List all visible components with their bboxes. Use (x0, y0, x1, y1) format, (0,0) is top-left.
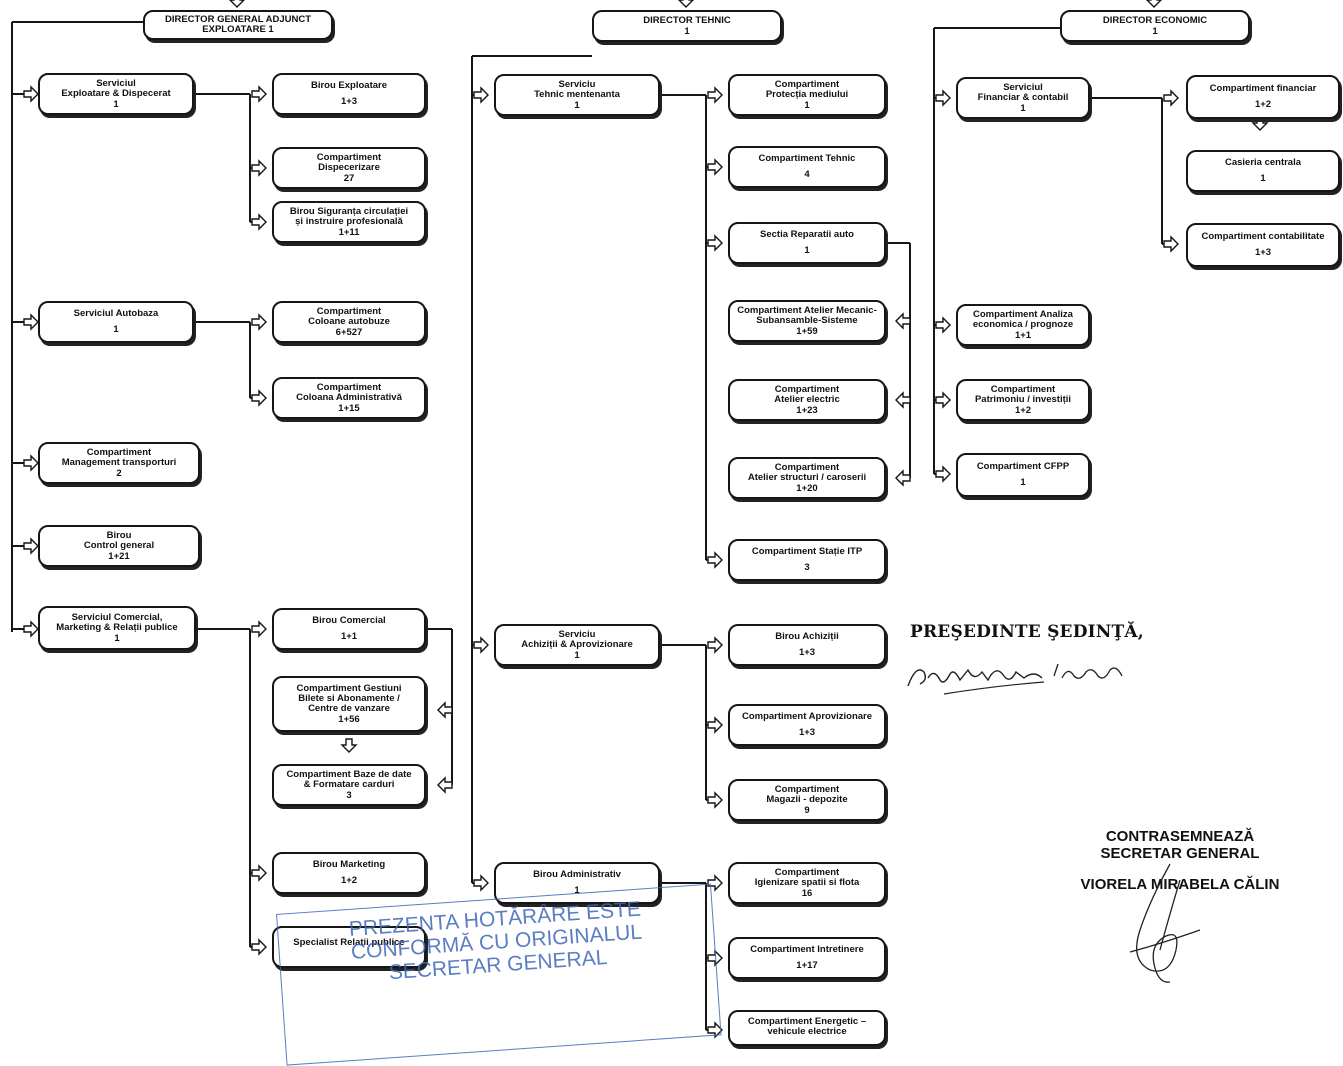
box-birou-marketing: Birou Marketing 1+2 (272, 852, 426, 894)
box-birou-control-general: Birou Control general 1+21 (38, 525, 200, 567)
secretar-signature (1129, 863, 1201, 983)
box-compartiment-energetic: Compartiment Energetic – vehicule electr… (728, 1010, 886, 1046)
box-compartiment-statie-itp: Compartiment Stație ITP 3 (728, 539, 886, 581)
box-compartiment-tehnic: Compartiment Tehnic 4 (728, 146, 886, 188)
box-director-economic: DIRECTOR ECONOMIC 1 (1060, 10, 1250, 42)
contrasemneaza-line2: SECRETAR GENERAL (1100, 845, 1260, 862)
box-compartiment-coloana-administrativa: Compartiment Coloana Administrativă 1+15 (272, 377, 426, 419)
presedinte-signature (907, 663, 1123, 695)
box-compartiment-atelier-mecanic: Compartiment Atelier Mecanic- Subansambl… (728, 300, 886, 342)
conformity-stamp: PREZENTA HOTĂRÂRE ESTE CONFORMĂ CU ORIGI… (276, 883, 722, 1066)
box-compartiment-intretinere: Compartiment Intretinere 1+17 (728, 937, 886, 979)
box-compartiment-aprovizionare: Compartiment Aprovizionare 1+3 (728, 704, 886, 746)
box-casieria-centrala: Casieria centrala 1 (1186, 150, 1340, 192)
contrasemneaza-line1: CONTRASEMNEAZĂ (1105, 828, 1255, 845)
contrasemneaza-name: VIORELA MIRABELA CĂLIN (1080, 876, 1280, 893)
box-compartiment-coloane: Compartiment Coloane autobuze 6+527 (272, 301, 426, 343)
box-birou-comercial: Birou Comercial 1+1 (272, 608, 426, 650)
box-compartiment-protectia-mediului: Compartiment Protecția mediului 1 (728, 74, 886, 116)
box-compartiment-patrimoniu: Compartiment Patrimoniu / investiții 1+2 (956, 379, 1090, 421)
presedinte-sedinta-title: PREŞEDINTE ŞEDINŢĂ, (910, 622, 1144, 642)
box-compartiment-analiza: Compartiment Analiza economica / prognoz… (956, 304, 1090, 346)
box-serviciu-achizitii: Serviciu Achiziții & Aprovizionare 1 (494, 624, 660, 666)
box-birou-achizitii: Birou Achiziții 1+3 (728, 624, 886, 666)
box-compartiment-baze-de-date: Compartiment Baze de date & Formatare ca… (272, 764, 426, 806)
box-director-tehnic: DIRECTOR TEHNIC 1 (592, 10, 782, 42)
box-serviciul-autobaza: Serviciul Autobaza 1 (38, 301, 194, 343)
box-director-general-adjunct: DIRECTOR GENERAL ADJUNCT EXPLOATARE 1 (143, 10, 333, 40)
box-compartiment-atelier-electric: Compartiment Atelier electric 1+23 (728, 379, 886, 421)
box-compartiment-magazii: Compartiment Magazii - depozite 9 (728, 779, 886, 821)
box-serviciu-tehnic-mentenanta: Serviciu Tehnic mentenanta 1 (494, 74, 660, 116)
box-compartiment-cfpp: Compartiment CFPP 1 (956, 453, 1090, 497)
box-compartiment-atelier-structuri: Compartiment Atelier structuri / caroser… (728, 457, 886, 499)
box-compartiment-gestiuni: Compartiment Gestiuni Bilete si Abonamen… (272, 676, 426, 732)
box-serviciul-comercial: Serviciul Comercial, Marketing & Relații… (38, 606, 196, 650)
box-serviciul-exploatare: Serviciul Exploatare & Dispecerat 1 (38, 73, 194, 115)
box-birou-administrativ: Birou Administrativ 1 (494, 862, 660, 904)
box-compartiment-dispecerizare: Compartiment Dispecerizare 27 (272, 147, 426, 189)
box-sectia-reparatii-auto: Sectia Reparatii auto 1 (728, 222, 886, 264)
box-compartiment-financiar: Compartiment financiar 1+2 (1186, 75, 1340, 119)
box-compartiment-contabilitate: Compartiment contabilitate 1+3 (1186, 223, 1340, 267)
box-compartiment-igienizare: Compartiment Igienizare spatii si flota … (728, 862, 886, 904)
contrasemneaza-block: CONTRASEMNEAZĂ SECRETAR GENERAL VIORELA … (1080, 828, 1280, 893)
box-birou-exploatare: Birou Exploatare 1+3 (272, 73, 426, 115)
box-specialist-relatii-publice: Specialist Relatii publice (272, 926, 426, 968)
box-serviciul-financiar: Serviciul Financiar & contabil 1 (956, 77, 1090, 119)
box-compartiment-management-transporturi: Compartiment Management transporturi 2 (38, 442, 200, 484)
box-birou-siguranta: Birou Siguranța circulației și instruire… (272, 201, 426, 243)
